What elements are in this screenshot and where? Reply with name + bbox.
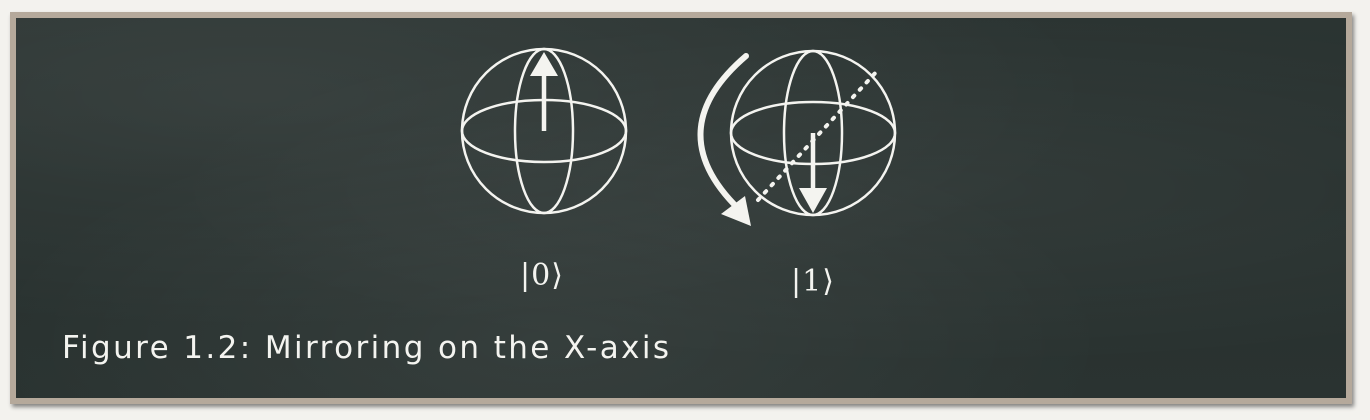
rotation-arc <box>697 53 749 217</box>
chalkboard-frame: |0⟩ |1⟩ Figure 1.2: Mirroring on the X-a… <box>10 12 1352 404</box>
sphere-meridian <box>782 49 844 217</box>
bloch-diagram <box>460 47 897 226</box>
sphere-meridian <box>513 47 575 215</box>
bloch-sphere-zero <box>460 47 628 215</box>
ket-one-label: |1⟩ <box>791 264 835 299</box>
rotation-arrowhead <box>721 196 751 226</box>
state-arrowhead-up <box>530 52 558 76</box>
rotation-arrow <box>697 53 751 226</box>
mirror-axis-dotted <box>756 68 880 202</box>
ket-zero-label: |0⟩ <box>520 258 564 293</box>
state-arrowhead-down <box>799 188 827 213</box>
chalkboard: |0⟩ |1⟩ Figure 1.2: Mirroring on the X-a… <box>16 18 1346 398</box>
figure-caption: Figure 1.2: Mirroring on the X-axis <box>62 330 672 366</box>
bloch-sphere-one <box>729 49 897 217</box>
